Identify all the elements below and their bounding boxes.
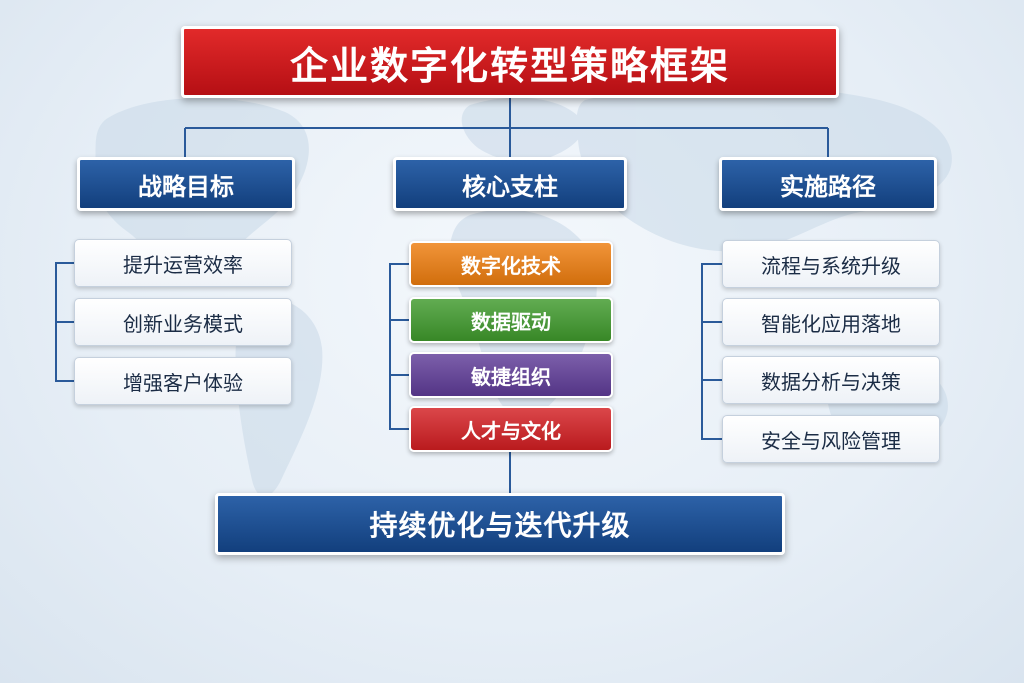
continuous-optimization-box: 持续优化与迭代升级 [215, 493, 785, 555]
path-item-process-systems: 流程与系统升级 [722, 240, 940, 288]
goal-item-customer-experience: 增强客户体验 [74, 357, 292, 405]
diagram-title: 企业数字化转型策略框架 [181, 26, 839, 98]
center-bracket [389, 263, 409, 430]
pillar-talent-culture: 人才与文化 [409, 406, 613, 452]
goal-item-business-model: 创新业务模式 [74, 298, 292, 346]
path-item-data-analysis: 数据分析与决策 [722, 356, 940, 404]
heading-implementation-path: 实施路径 [719, 157, 937, 211]
left-bracket [55, 262, 74, 382]
heading-strategic-goals: 战略目标 [77, 157, 295, 211]
pillar-digital-tech: 数字化技术 [409, 241, 613, 287]
pillar-label: 数据驱动 [471, 309, 551, 334]
pillar-agile-org: 敏捷组织 [409, 352, 613, 398]
heading-core-pillars: 核心支柱 [393, 157, 627, 211]
pillar-label: 数字化技术 [461, 253, 561, 278]
goal-item-efficiency: 提升运营效率 [74, 239, 292, 287]
path-item-security-risk: 安全与风险管理 [722, 415, 940, 463]
pillar-label: 人才与文化 [461, 418, 561, 443]
right-bracket [701, 263, 722, 440]
pillar-data-driven: 数据驱动 [409, 297, 613, 343]
path-item-intelligent-apps: 智能化应用落地 [722, 298, 940, 346]
pillar-label: 敏捷组织 [471, 364, 551, 389]
